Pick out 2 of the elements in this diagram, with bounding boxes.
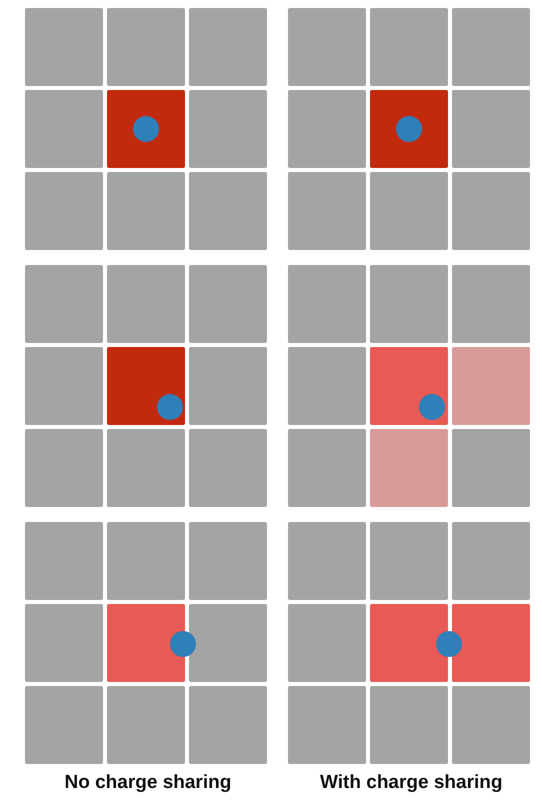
panel-caption: With charge sharing [320, 772, 502, 794]
panel-caption: No charge sharing [64, 772, 232, 794]
